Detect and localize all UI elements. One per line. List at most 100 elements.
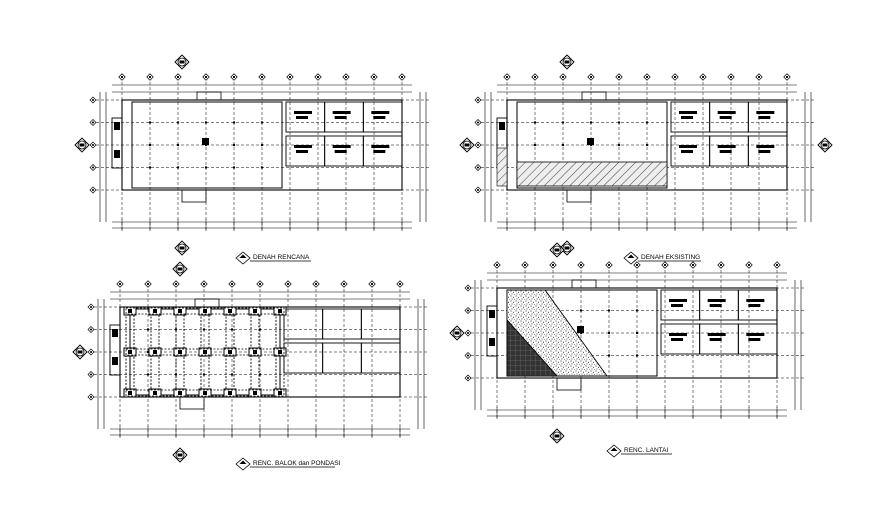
room-label-block (294, 145, 312, 148)
room-label-block (332, 145, 351, 148)
room-label-block (707, 333, 726, 336)
column-point (176, 143, 180, 147)
entrance-bay (196, 91, 222, 101)
column-point (617, 121, 621, 124)
room-label-block (717, 111, 736, 114)
column-point (589, 121, 593, 124)
floor-finish-stipple (506, 289, 608, 377)
column (128, 391, 132, 395)
column (253, 309, 257, 313)
room-label-block (746, 333, 765, 336)
column (278, 350, 282, 354)
entrance-bay (194, 298, 220, 308)
beam-horizontal (125, 307, 285, 315)
caption-label: RENC. LANTAI (624, 447, 668, 454)
column (203, 391, 207, 395)
section-marker-top (172, 261, 188, 277)
main-hall (131, 101, 283, 189)
room (360, 342, 401, 374)
section-marker-right (817, 137, 833, 153)
column-point (176, 166, 180, 169)
room-label-block (587, 138, 594, 145)
stair-block (486, 305, 498, 357)
section-marker-top (549, 242, 565, 258)
column (153, 350, 157, 354)
room (360, 308, 401, 340)
room-label-block (371, 111, 390, 114)
existing-hatched-area (496, 147, 508, 187)
column (228, 391, 232, 395)
section-marker-top (559, 54, 575, 70)
column-point (232, 166, 236, 169)
column (128, 350, 132, 354)
room-label-block (756, 145, 775, 148)
caption-renc-lantai: RENC. LANTAI (606, 444, 672, 458)
entrance-bay (556, 377, 582, 391)
column-point (202, 373, 206, 376)
caption-denah-rencana: DENAH RENCANA (235, 251, 311, 265)
room-label-block (294, 111, 312, 114)
column-point (561, 143, 565, 147)
plan-renc-lantai (449, 242, 805, 444)
column-point (230, 373, 234, 376)
column-point (202, 328, 206, 331)
room-label-block (679, 111, 697, 114)
column (228, 350, 232, 354)
caption-denah-eksisting: DENAH EKSISTING (623, 251, 701, 265)
column-point (607, 309, 611, 312)
column-point (146, 373, 150, 376)
plan-denah-rencana (74, 54, 430, 256)
caption-label: DENAH EKSISTING (641, 254, 700, 261)
section-marker-top (174, 54, 190, 70)
room (362, 101, 403, 133)
main-hall (516, 101, 668, 189)
column-point (607, 331, 611, 335)
column (253, 350, 257, 354)
column (228, 309, 232, 313)
room (737, 323, 778, 355)
room (747, 135, 788, 167)
column-point (204, 166, 208, 169)
column (278, 391, 282, 395)
column (203, 309, 207, 313)
room (322, 342, 362, 374)
column-point (174, 328, 178, 331)
room-label-block (669, 299, 687, 302)
column-point (204, 121, 208, 124)
column-point (635, 331, 639, 335)
room (362, 135, 403, 167)
beam-horizontal (125, 348, 285, 356)
column-point (561, 121, 565, 124)
room (322, 308, 362, 340)
section-marker-left (449, 325, 465, 341)
column-point (148, 121, 152, 124)
column-point (260, 143, 264, 147)
room-label-block (371, 145, 390, 148)
caption-label: DENAH RENCANA (253, 254, 310, 261)
stair-block (111, 117, 123, 169)
beam-horizontal (125, 389, 285, 397)
column-point (645, 121, 649, 124)
column-point (148, 143, 152, 147)
stair-block (109, 324, 121, 376)
room-label-block (202, 138, 209, 145)
column-point (260, 166, 264, 169)
column (278, 309, 282, 313)
room (283, 342, 324, 374)
section-marker-bottom (174, 240, 190, 256)
column-point (533, 121, 537, 124)
column (178, 309, 182, 313)
column-point (617, 143, 621, 147)
floor-finish-tiles (506, 318, 559, 377)
column (253, 391, 257, 395)
room (737, 289, 778, 321)
column-point (645, 143, 649, 147)
section-marker-bottom (172, 447, 188, 463)
room-label-block (746, 299, 765, 302)
column (178, 391, 182, 395)
section-marker-left (459, 137, 475, 153)
entrance-bay (571, 279, 597, 289)
column (203, 350, 207, 354)
column (178, 350, 182, 354)
